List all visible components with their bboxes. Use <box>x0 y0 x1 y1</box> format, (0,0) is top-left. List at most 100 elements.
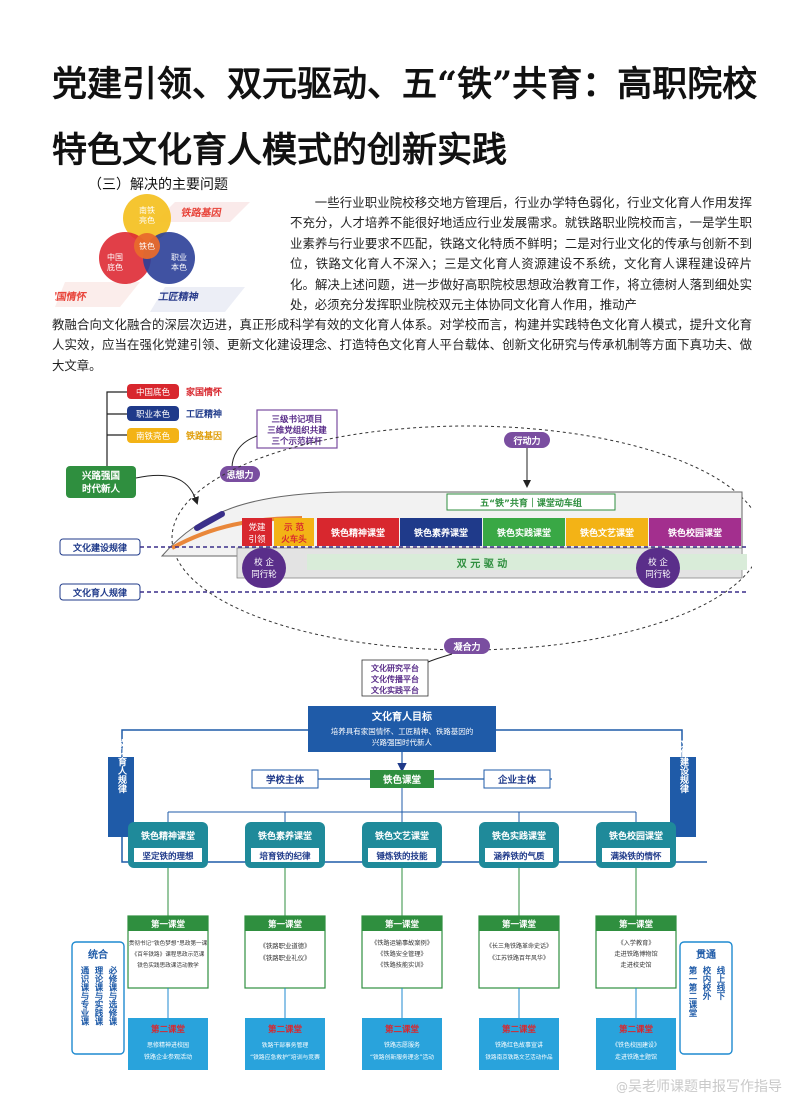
xinglu-2: 时代新人 <box>82 483 121 495</box>
watermark: @吴老师课题申报写作指导 <box>616 1076 782 1096</box>
car-1: 铁色精神课堂 <box>317 518 399 546</box>
first-box-5: 第一课堂 《入学教育》 走进铁路博物馆 走进校史馆 <box>595 915 677 989</box>
first-label-2: 第一课堂 <box>268 919 303 930</box>
right-side-box: 贯通 第一第二课堂 校内校外 线上线下 <box>679 941 733 1055</box>
right-side-col-3: 线上线下 <box>715 965 725 1001</box>
enterprise-label: 企业主体 <box>497 774 537 786</box>
first-label-5: 第一课堂 <box>619 919 654 930</box>
second-box-5: 第二课堂 《铁色校园建设》 走进铁路主题馆 <box>596 1018 676 1070</box>
sanji-box: 三级书记项目 三维党组织共建 三个示范样杆 <box>256 409 338 449</box>
left-side-col-1: 通识课与专业课 <box>79 965 89 1026</box>
party-lead-1: 党建 <box>248 522 266 533</box>
second-label-3: 第二课堂 <box>385 1024 420 1035</box>
right-law-box: 文化建设规律 <box>670 738 696 837</box>
left-side-col-3: 必修课与选修课 <box>107 965 118 1026</box>
left-side-title: 统合 <box>88 948 109 961</box>
xinglu-1: 兴路强国 <box>82 470 120 482</box>
party-lead-2: 引领 <box>248 534 266 545</box>
goal-text-1: 培养具有家国情怀、工匠精神、铁路基因的 <box>331 726 474 736</box>
ningju-label: 凝合力 <box>453 641 480 653</box>
goal-box: 文化育人目标 培养具有家国情怀、工匠精神、铁路基因的 兴路强国时代新人 <box>308 706 496 752</box>
car-3: 铁色实践课堂 <box>483 518 565 546</box>
second-1-2: 铁路企业参观活动 <box>144 1053 192 1061</box>
platform-2: 文化传播平台 <box>371 674 419 684</box>
rail-bottom: 文化育人规律 <box>59 583 747 601</box>
wheel-left-1: 校 企 <box>254 557 274 568</box>
second-1-1: 思修精神进校园 <box>147 1041 189 1049</box>
classroom-1-name: 铁色精神课堂 <box>141 830 195 842</box>
shuangyuan-label: 双 元 驱 动 <box>457 557 507 570</box>
left-side-box: 统合 通识课与专业课 理论课与实践课 必修课与选修课 <box>71 941 125 1055</box>
section-heading: （三）解决的主要问题 <box>88 177 228 193</box>
first-box-4: 第一课堂 《长三角铁路革命史话》 《江苏铁路百年风华》 <box>478 915 560 989</box>
center-box: 铁色课堂 <box>370 770 434 788</box>
second-4-1: 铁路红色故事宣讲 <box>495 1041 543 1049</box>
first-1-2: 《百年铁路》课程思政示范课 <box>132 950 205 958</box>
legend-row-3: 南铁亮色 铁路基因 <box>127 428 222 443</box>
paragraph-right: 一些行业职业院校移交地方管理后，行业办学特色弱化，行业文化育人作用发挥不充分，人… <box>290 195 752 313</box>
second-label-5: 第二课堂 <box>619 1024 654 1035</box>
rail-top-label: 文化建设规律 <box>72 542 127 554</box>
venn-top-1: 南铁 <box>139 205 155 215</box>
sixiang-label: 思想力 <box>226 469 253 481</box>
classroom-4-name: 铁色实践课堂 <box>492 830 546 842</box>
party-lead-box: 党建 引领 <box>242 518 272 546</box>
car-4-label: 铁色文艺课堂 <box>580 527 634 539</box>
xinglu-box: 兴路强国 时代新人 <box>66 466 136 498</box>
goal-text-2: 兴路强国时代新人 <box>372 737 432 747</box>
venn-tag-gongjiang: 工匠精神 <box>157 290 199 303</box>
train-diagram: 中国底色 家国情怀 职业本色 工匠精神 南铁亮色 铁路基因 兴路强国 时代新人 … <box>52 378 763 698</box>
classroom-col-3: 铁色文艺课堂 锤炼铁的技能 <box>362 812 442 868</box>
xingdong-label: 行动力 <box>512 435 540 447</box>
car-5-label: 铁色校园课堂 <box>668 527 722 539</box>
first-box-1: 第一课堂 贯彻书记“铁色梦想”思政第一课 《百年铁路》课程思政示范课 铁色实践思… <box>127 915 209 989</box>
first-box-2: 第一课堂 《铁路职业道德》 《铁路职业礼仪》 <box>244 915 326 989</box>
second-5-2: 走进铁路主题馆 <box>615 1053 657 1061</box>
goal-title: 文化育人目标 <box>372 710 432 723</box>
xingdong-badge: 行动力 <box>504 432 550 448</box>
platform-1: 文化研究平台 <box>371 663 419 673</box>
classroom-5-name: 铁色校园课堂 <box>609 830 663 842</box>
first-label-1: 第一课堂 <box>151 919 186 930</box>
classroom-col-5: 铁色校园课堂 满染铁的情怀 <box>596 812 676 868</box>
sanji-1: 三级书记项目 <box>271 414 322 425</box>
right-side-col-1: 第一第二课堂 <box>687 965 697 1018</box>
school-box: 学校主体 <box>251 769 319 789</box>
ningju-badge: 凝合力 <box>444 638 490 654</box>
car-2-label: 铁色素养课堂 <box>414 527 468 539</box>
wheel-right-2: 同行轮 <box>645 569 671 580</box>
legend-row-1: 中国底色 家国情怀 <box>127 384 222 399</box>
first-5-3: 走进校史馆 <box>621 961 652 969</box>
first-3-2: 《铁路安全管理》 <box>377 950 427 958</box>
classroom-col-4: 铁色实践课堂 涵养铁的气质 <box>479 812 559 868</box>
second-label-2: 第二课堂 <box>268 1024 303 1035</box>
first-label-3: 第一课堂 <box>385 919 420 930</box>
second-3-2: “铁路创新服务理念”活动 <box>370 1053 434 1061</box>
classroom-5-goal: 满染铁的情怀 <box>610 851 662 862</box>
car-4: 铁色文艺课堂 <box>566 518 648 546</box>
first-4-2: 《江苏铁路百年风华》 <box>489 954 549 962</box>
watermark-at: @ <box>616 1080 628 1094</box>
venn-tag-jiaguo: 家国情怀 <box>55 290 88 303</box>
car-5: 铁色校园课堂 <box>649 518 741 546</box>
venn-illustration: 南铁 亮色 中国 底色 职业 本色 铁色 铁路基因 家国情怀 工匠精神 <box>45 192 270 322</box>
classroom-4-goal: 涵养铁的气质 <box>493 851 545 862</box>
legend-badge-3: 南铁亮色 <box>136 431 171 442</box>
car-1-label: 铁色精神课堂 <box>331 527 385 539</box>
watermark-text: 吴老师课题申报写作指导 <box>628 1079 782 1095</box>
classroom-col-1: 铁色精神课堂 坚定铁的理想 <box>128 812 208 868</box>
right-law-label: 文化建设规律 <box>678 738 690 794</box>
legend-badge-2: 职业本色 <box>136 409 171 420</box>
legend-badge-1: 中国底色 <box>136 387 171 398</box>
platform-3: 文化实践平台 <box>371 685 419 695</box>
venn-tag-tielu: 铁路基因 <box>180 206 222 219</box>
venn-right-2: 本色 <box>171 262 187 272</box>
wheel-left-2: 同行轮 <box>251 569 277 580</box>
second-label-1: 第二课堂 <box>151 1024 186 1035</box>
legend-text-1: 家国情怀 <box>186 386 222 398</box>
first-2-1: 《铁路职业道德》 <box>259 941 310 950</box>
second-label-4: 第二课堂 <box>502 1024 537 1035</box>
rail-top: 文化建设规律 <box>59 538 747 556</box>
wutie-label: 五“铁”共育｜课堂动车组 <box>446 493 616 511</box>
legend-text-2: 工匠精神 <box>186 408 222 420</box>
